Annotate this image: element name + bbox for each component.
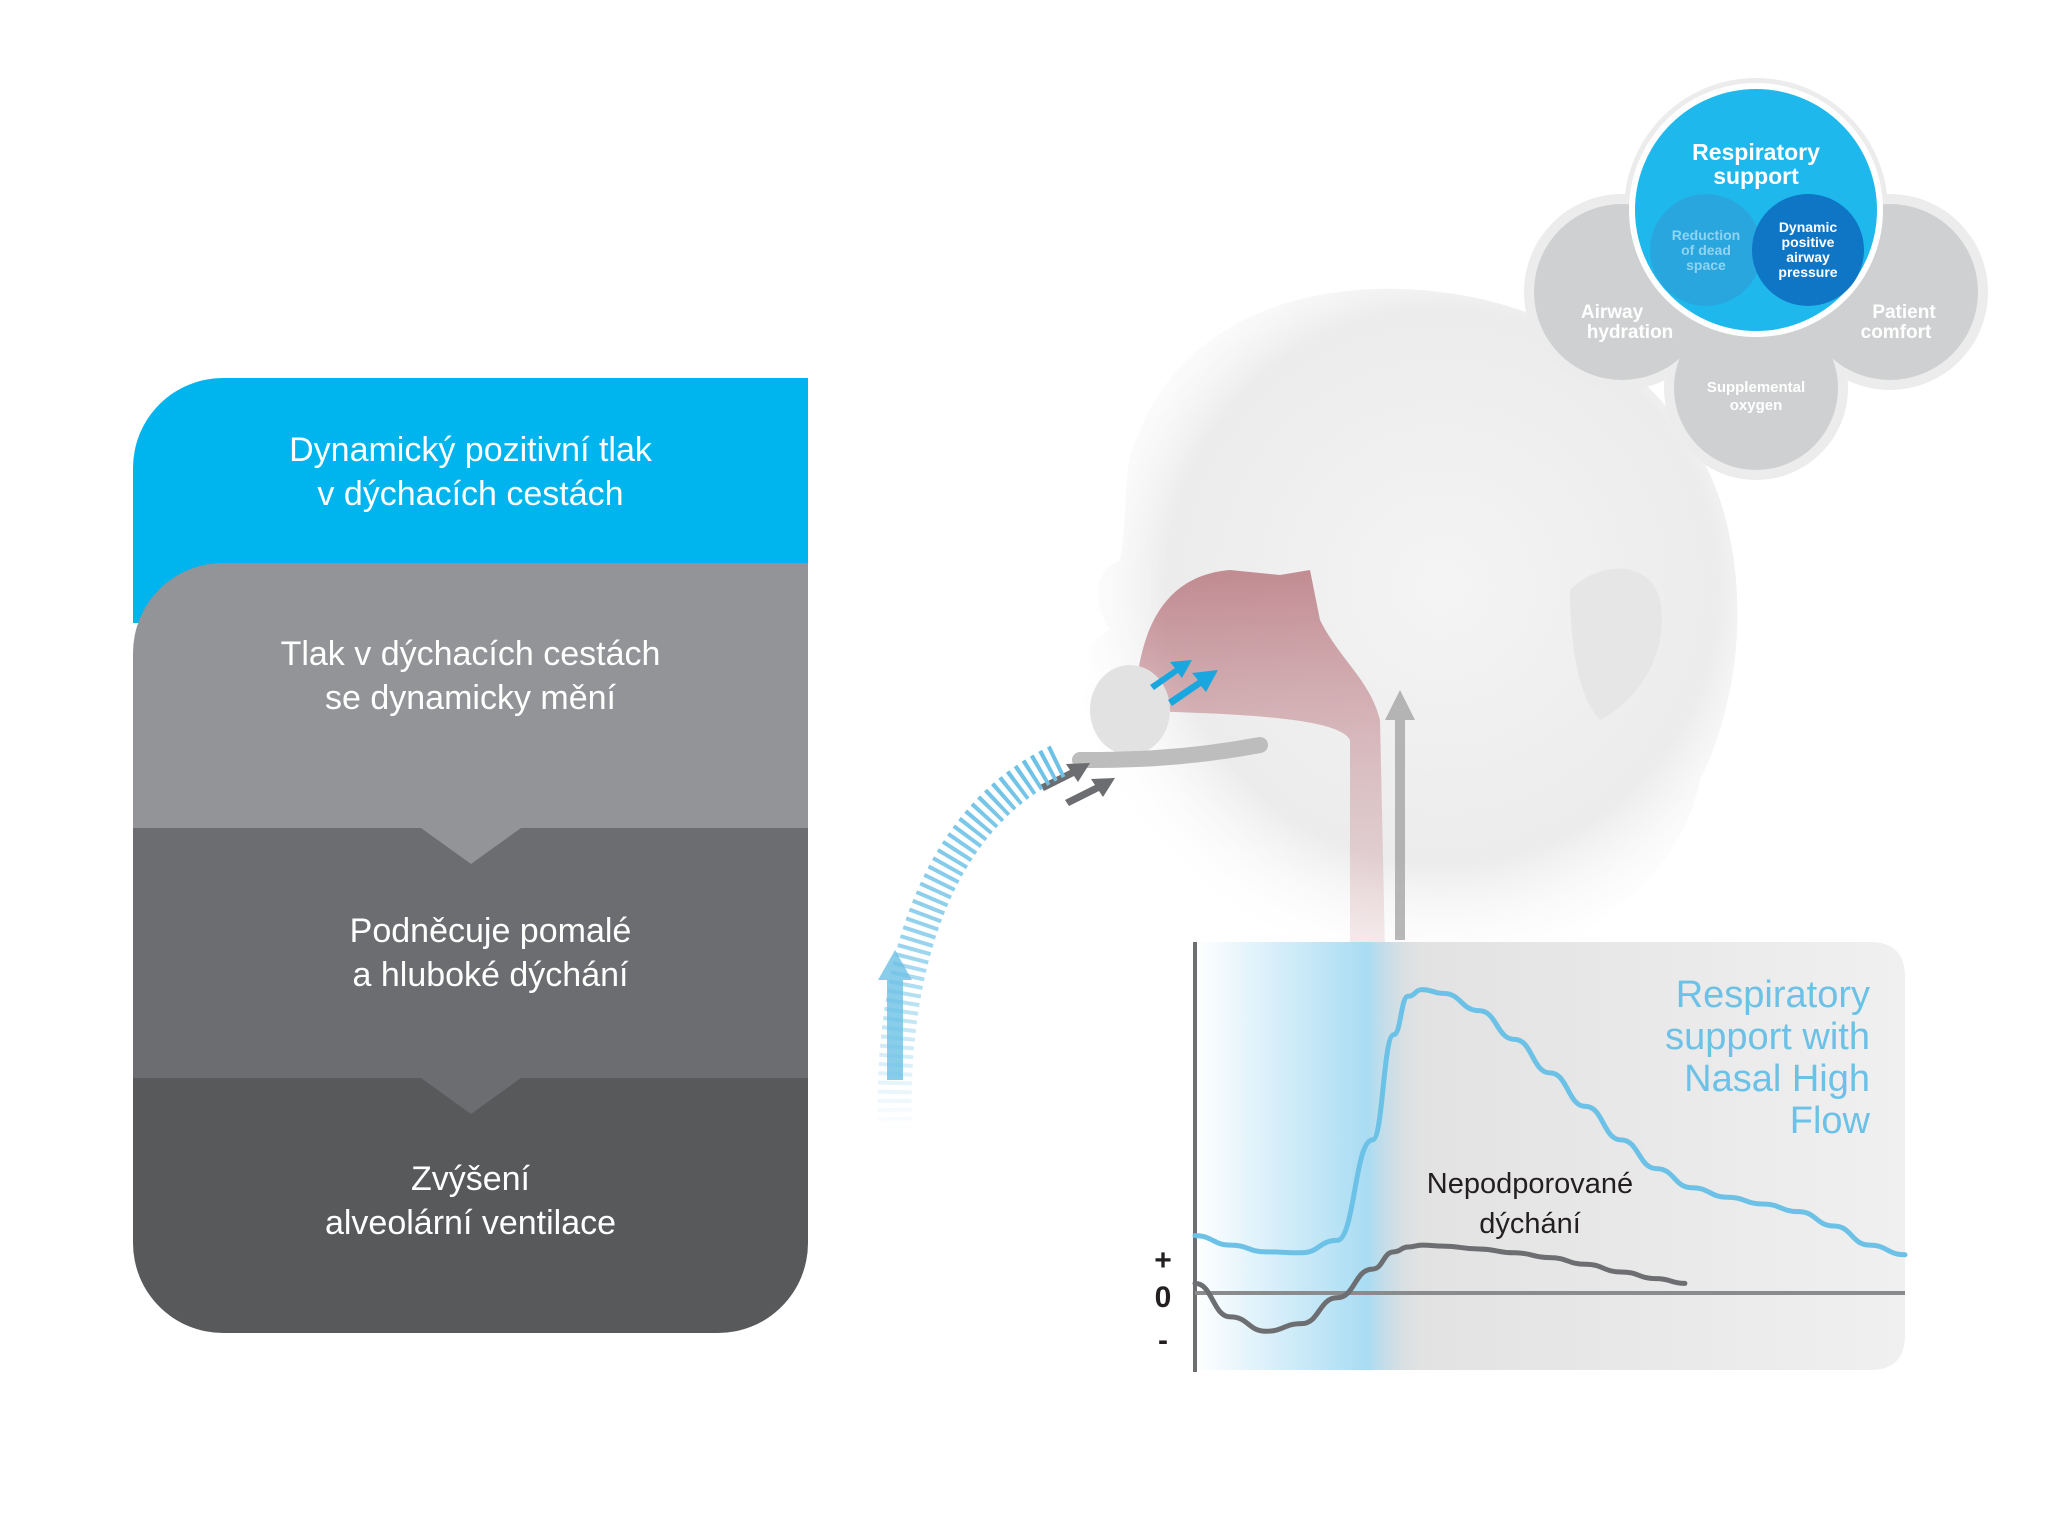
flow-step-3-line2: a hluboké dýchání	[352, 956, 629, 994]
venn-inner-left-3: space	[1686, 257, 1726, 273]
venn-left-label-2: hydration	[1587, 322, 1674, 343]
ear-shape	[1570, 568, 1662, 720]
series-nhf-curve	[1192, 987, 1908, 1258]
y-tick-zero: 0	[1155, 1281, 1172, 1314]
venn-inner-right-4: pressure	[1778, 264, 1837, 280]
down-arrow-notch	[420, 1078, 521, 1114]
airway-up-arrow	[1385, 690, 1415, 940]
venn-right-label-1: Patient	[1872, 302, 1936, 323]
head-shape	[1081, 288, 1738, 950]
series-nhf-label-4: Flow	[1790, 1100, 1871, 1142]
venn-center-label-1: Respiratory	[1692, 139, 1820, 165]
flow-step-3: Podněcuje pomalé a hluboké dýchání	[133, 828, 808, 1078]
series-unsupported-label-1: Nepodporované	[1427, 1168, 1633, 1200]
flow-step-4-line2: alveolární ventilace	[324, 1203, 617, 1242]
series-unsupported-label-2: dýchání	[1479, 1208, 1581, 1240]
flow-step-1-line2: v dýchacích cestách	[317, 475, 624, 513]
venn-bottom-label-1: Supplemental	[1707, 379, 1805, 396]
venn-right-label-2: comfort	[1861, 322, 1932, 343]
breathing-tube	[877, 744, 1068, 1131]
flow-step-2-line1: Tlak v dýchacích cestách	[280, 634, 661, 673]
flow-stack: Dynamický pozitivní tlak v dýchacích ces…	[133, 378, 808, 1333]
flow-step-2-line2: se dynamicky mění	[324, 678, 616, 717]
series-unsupported-curve	[1192, 1242, 1688, 1334]
nasal-airway	[1135, 570, 1385, 950]
venn-circle-supplemental-oxygen	[1674, 306, 1838, 470]
venn-bottom-label-2: oxygen	[1730, 397, 1783, 414]
tube-up-arrow	[878, 950, 912, 1080]
down-arrow-notch	[420, 828, 521, 864]
series-nhf-label-2: support with	[1665, 1016, 1870, 1058]
venn-center-label-2: support	[1713, 163, 1799, 189]
venn-left-label-1: Airway	[1581, 302, 1644, 323]
flow-step-2: Tlak v dýchacích cestách se dynamicky mě…	[133, 563, 808, 828]
venn-circle-dynamic-pressure	[1752, 194, 1864, 306]
flow-step-3-line1: Podněcuje pomalé	[349, 912, 632, 950]
flow-step-4: Zvýšení alveolární ventilace	[133, 1078, 808, 1333]
series-nhf-label-1: Respiratory	[1676, 974, 1870, 1016]
venn-inner-right-2: positive	[1782, 234, 1835, 250]
airflow-arrows	[1040, 660, 1218, 806]
venn-circle-reduction-dead-space	[1650, 194, 1762, 306]
venn-inner-left-2: of dead	[1681, 242, 1731, 258]
y-tick-minus: -	[1158, 1324, 1168, 1357]
series-nhf-label-3: Nasal High	[1684, 1058, 1870, 1100]
flow-step-4-line1: Zvýšení	[410, 1159, 531, 1198]
nose-shape	[1090, 665, 1170, 755]
nasal-cannula	[1072, 737, 1268, 768]
venn-inner-left-1: Reduction	[1672, 227, 1740, 243]
y-tick-plus: +	[1154, 1244, 1172, 1277]
venn-inner-right-3: airway	[1786, 249, 1830, 265]
flow-step-1-line1: Dynamický pozitivní tlak	[289, 431, 652, 469]
chart-blue-band	[1195, 942, 1425, 1370]
venn-inner-right-1: Dynamic	[1779, 219, 1838, 235]
